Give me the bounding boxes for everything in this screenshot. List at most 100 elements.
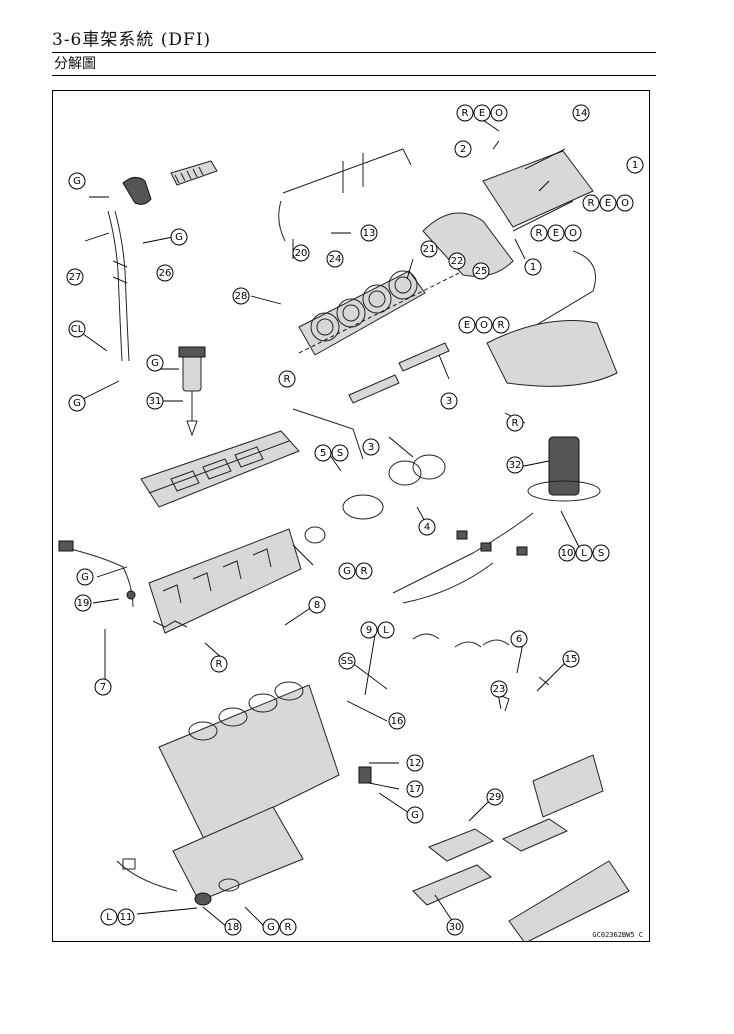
diagram-canvas: REO1421REOREO1GG201321242225272628EORCLG… — [58, 104, 644, 941]
callout-text: L — [581, 548, 587, 559]
label-CL: CL — [68, 320, 86, 338]
callout-text: R — [498, 320, 505, 331]
callout-text: 7 — [100, 682, 106, 693]
fuel-tank-part — [486, 320, 618, 502]
callout-circle — [582, 194, 600, 212]
callout-circle — [76, 568, 94, 586]
label-27: 27 — [66, 268, 84, 286]
callout-text: 18 — [227, 922, 240, 933]
callout-circle — [360, 621, 378, 639]
callout-text: G — [151, 358, 159, 369]
callout-circle — [486, 788, 504, 806]
section-rule — [52, 75, 656, 76]
label-G-left: G — [68, 394, 86, 412]
callout-text: 16 — [391, 716, 404, 727]
callout-circle — [338, 652, 356, 670]
callout-text: L — [383, 625, 389, 636]
injectors-part — [292, 342, 450, 460]
callout-circle — [262, 918, 280, 936]
label-30: 30 — [446, 918, 464, 936]
ecu-part — [412, 818, 630, 941]
callout-text: E — [605, 198, 611, 209]
callout-text: 1 — [530, 262, 536, 273]
callout-text: 31 — [149, 396, 162, 407]
callout-text: 5 — [320, 448, 326, 459]
callout-text: S — [598, 548, 604, 559]
callout-circle — [506, 414, 524, 432]
callout-circle — [575, 544, 593, 562]
label-G-crank: G — [406, 806, 424, 824]
callout-circle — [314, 444, 332, 462]
callout-text: S — [337, 448, 343, 459]
label-28: 28 — [232, 287, 250, 305]
callout-circle — [490, 680, 508, 698]
callout-circle — [360, 224, 378, 242]
label-25: 25 — [472, 262, 490, 280]
callout-text: R — [512, 418, 519, 429]
callout-text: L — [106, 912, 112, 923]
callout-circle — [458, 316, 476, 334]
label-G-grip: G — [170, 228, 188, 246]
diagram-artwork — [58, 115, 630, 941]
intake-holders-part — [304, 454, 446, 544]
label-3-right: 3 — [440, 392, 458, 410]
label-4: 4 — [418, 518, 436, 536]
callout-circle — [68, 172, 86, 190]
label-SS: SS — [338, 652, 356, 670]
callout-text: SS — [341, 656, 354, 667]
label-32: 32 — [506, 456, 524, 474]
page-title: 3-6車架系統 (DFI) — [52, 30, 212, 50]
callout-circle — [448, 252, 466, 270]
callout-circle — [446, 918, 464, 936]
callout-text: 22 — [451, 256, 464, 267]
callout-text: CL — [71, 324, 84, 335]
callout-circle — [558, 544, 576, 562]
callout-text: E — [553, 228, 559, 239]
label-1-mid: 1 — [524, 258, 542, 276]
callout-text: 25 — [475, 266, 488, 277]
section-title: 分解圖 — [54, 56, 96, 72]
callout-text: 1 — [632, 160, 638, 171]
callout-circle — [440, 392, 458, 410]
callout-text: R — [588, 198, 595, 209]
callout-text: 13 — [363, 228, 376, 239]
callout-circle — [524, 258, 542, 276]
label-15: 15 — [562, 650, 580, 668]
callout-text: 3 — [368, 442, 374, 453]
callout-text: O — [495, 108, 503, 119]
callout-circle — [490, 104, 508, 122]
crankcase-part — [158, 681, 340, 902]
callout-circle — [456, 104, 474, 122]
callout-text: 12 — [409, 758, 422, 769]
label-17: 17 — [406, 780, 424, 798]
callout-circle — [592, 544, 610, 562]
callout-circle — [224, 918, 242, 936]
callout-circle — [156, 264, 174, 282]
label-R-head: R — [210, 655, 228, 673]
callout-text: R — [462, 108, 469, 119]
callout-circle — [472, 262, 490, 280]
label-3-mid: 3 — [362, 438, 380, 456]
leader-lines — [78, 115, 582, 928]
callout-circle — [331, 444, 349, 462]
label-16: 16 — [388, 712, 406, 730]
callout-text: 15 — [565, 654, 578, 665]
throttle-cables — [107, 210, 130, 362]
callout-circle — [278, 370, 296, 388]
label-18: 18 — [224, 918, 242, 936]
callout-text: G — [175, 232, 183, 243]
callout-circle — [338, 562, 356, 580]
label-6: 6 — [510, 630, 528, 648]
callout-circle — [94, 678, 112, 696]
wiring-harness-part — [392, 512, 534, 648]
callout-circle — [547, 224, 565, 242]
